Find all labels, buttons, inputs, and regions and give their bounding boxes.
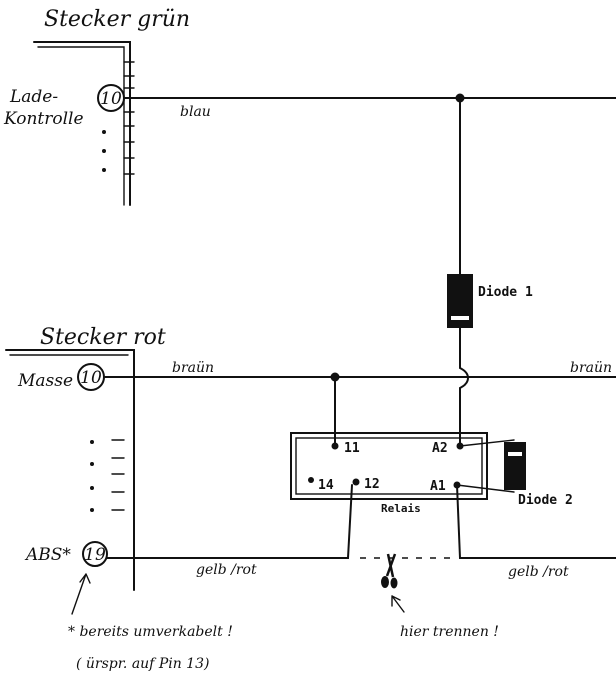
blue-wire-label: blau [180, 104, 211, 120]
pin-10-green-number: 10 [100, 89, 122, 109]
red-connector-title: Stecker rot [40, 325, 166, 350]
note-line1: * bereits umverkabelt ! [68, 624, 233, 640]
diode2 [504, 442, 526, 490]
relay-pin-12-label: 12 [364, 477, 380, 492]
yellow-red-label-left: gelb /rot [196, 562, 257, 578]
relay-pin-a2-label: A2 [432, 441, 448, 456]
cut-here-label: hier trennen ! [400, 624, 499, 640]
pin-10-green-label-line1: Lade- [9, 87, 58, 107]
yellow-red-wire-left [106, 484, 353, 559]
arrow-to-pin-19 [71, 573, 91, 615]
red-connector-pin-dots [90, 440, 94, 512]
pin-10-green-label-line2: Kontrolle [3, 109, 84, 129]
brown-wire-label-left: braün [172, 360, 214, 376]
relay-pin-12-dot [352, 478, 360, 486]
relay-pin-11-label: 11 [344, 441, 360, 456]
pin-19-red-label: ABS* [24, 545, 71, 565]
wire-a1-to-diode2 [456, 484, 515, 493]
yellow-red-wire-right [456, 484, 616, 559]
wire-diode1-to-a2 [459, 327, 470, 447]
brown-wire-label-right: braün [570, 360, 612, 376]
diode2-label: Diode 2 [518, 493, 573, 508]
relay-pin-14-label: 14 [318, 478, 334, 493]
pin-10-red-number: 10 [80, 368, 102, 388]
pin-19-red-number: 19 [84, 545, 106, 565]
green-connector-title: Stecker grün [44, 7, 190, 32]
relay-label: Relais [381, 502, 421, 515]
relay-pin-a1-label: A1 [430, 479, 446, 494]
red-connector-frame [5, 349, 135, 591]
green-connector-frame [33, 41, 135, 206]
wire-a2-to-diode2 [459, 439, 515, 447]
diode1-label: Diode 1 [478, 285, 533, 300]
note-line2: ( ürspr. auf Pin 13) [76, 656, 209, 672]
arrow-to-scissors [391, 595, 405, 613]
relay-pin-14-dot [308, 477, 314, 483]
green-connector-pin-dots [102, 130, 106, 172]
yellow-red-label-right: gelb /rot [508, 564, 569, 580]
diode1 [447, 274, 473, 328]
relay-box [290, 432, 488, 500]
relay-pin-11-dot [331, 442, 339, 450]
pin-19-red-circle [82, 541, 108, 567]
scissors-icon [381, 553, 398, 589]
pin-10-red-label: Masse [17, 371, 73, 391]
